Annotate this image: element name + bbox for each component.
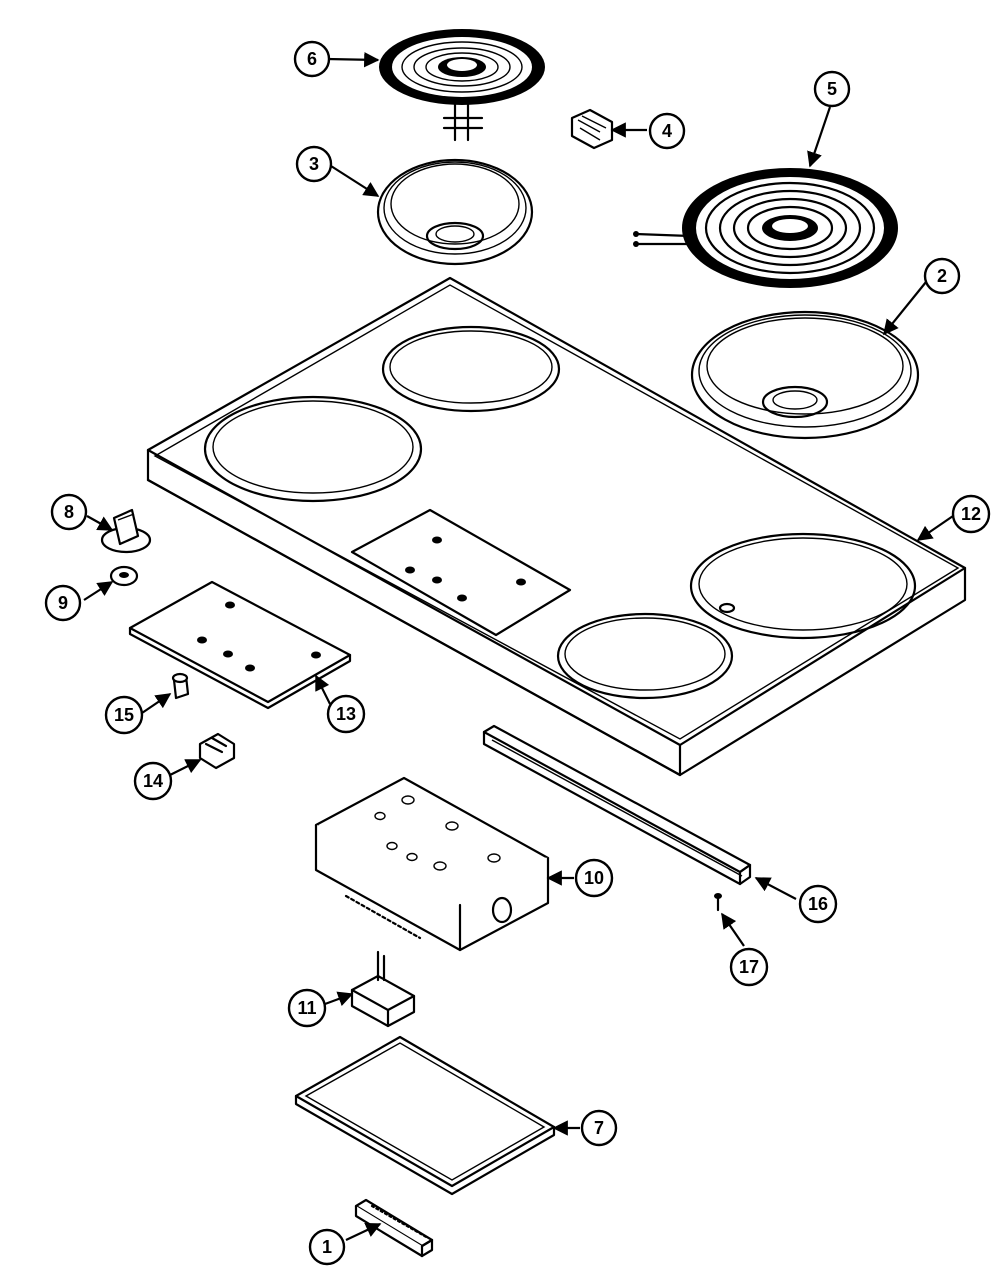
cooktop-main-top (146, 276, 967, 777)
svg-text:8: 8 (64, 502, 74, 522)
callout-2: 2 (923, 257, 961, 295)
leader-lines (83, 52, 954, 1241)
mounting-bracket (354, 1198, 434, 1258)
drip-bowl-small (376, 158, 534, 266)
callout-14: 14 (133, 761, 173, 801)
junction-box (314, 776, 550, 952)
svg-text:11: 11 (297, 998, 316, 1018)
svg-text:13: 13 (336, 704, 356, 724)
control-panel-plate (128, 580, 352, 710)
svg-text:3: 3 (309, 154, 319, 174)
callout-6: 6 (293, 40, 331, 78)
callout-11: 11 (287, 988, 327, 1028)
svg-text:2: 2 (937, 266, 947, 286)
svg-text:12: 12 (961, 504, 981, 524)
callout-3: 3 (295, 145, 333, 183)
drip-bowl-large (690, 310, 920, 440)
callout-12: 12 (951, 494, 991, 534)
svg-text:14: 14 (143, 771, 163, 791)
screw (714, 893, 722, 912)
control-knob (100, 508, 152, 554)
callout-5: 5 (813, 70, 851, 108)
svg-text:15: 15 (114, 705, 134, 725)
svg-text:4: 4 (662, 121, 672, 141)
trim-channel (482, 724, 752, 886)
hex-nut (109, 565, 139, 587)
callout-8: 8 (50, 493, 88, 531)
callout-15: 15 (104, 695, 144, 735)
svg-text:10: 10 (584, 868, 604, 888)
callout-4: 4 (648, 112, 686, 150)
svg-text:16: 16 (808, 894, 828, 914)
callout-10: 10 (574, 858, 614, 898)
svg-text:6: 6 (307, 49, 317, 69)
callout-16: 16 (798, 884, 838, 924)
indicator-light (171, 672, 190, 700)
callout-9: 9 (44, 584, 82, 622)
callout-7: 7 (580, 1109, 618, 1147)
svg-text:9: 9 (58, 593, 68, 613)
svg-text:5: 5 (827, 79, 837, 99)
power-terminal-block (350, 950, 416, 1028)
callout-1: 1 (308, 1228, 346, 1266)
callout-13: 13 (326, 694, 366, 734)
surface-element-small (379, 29, 545, 142)
surface-element-large (633, 168, 898, 288)
terminal-block (570, 108, 614, 150)
bottom-cover-plate (294, 1035, 556, 1196)
svg-text:7: 7 (594, 1118, 604, 1138)
infinite-switch (198, 732, 236, 770)
callout-17: 17 (729, 947, 769, 987)
svg-text:17: 17 (739, 957, 759, 977)
svg-text:1: 1 (322, 1237, 332, 1257)
